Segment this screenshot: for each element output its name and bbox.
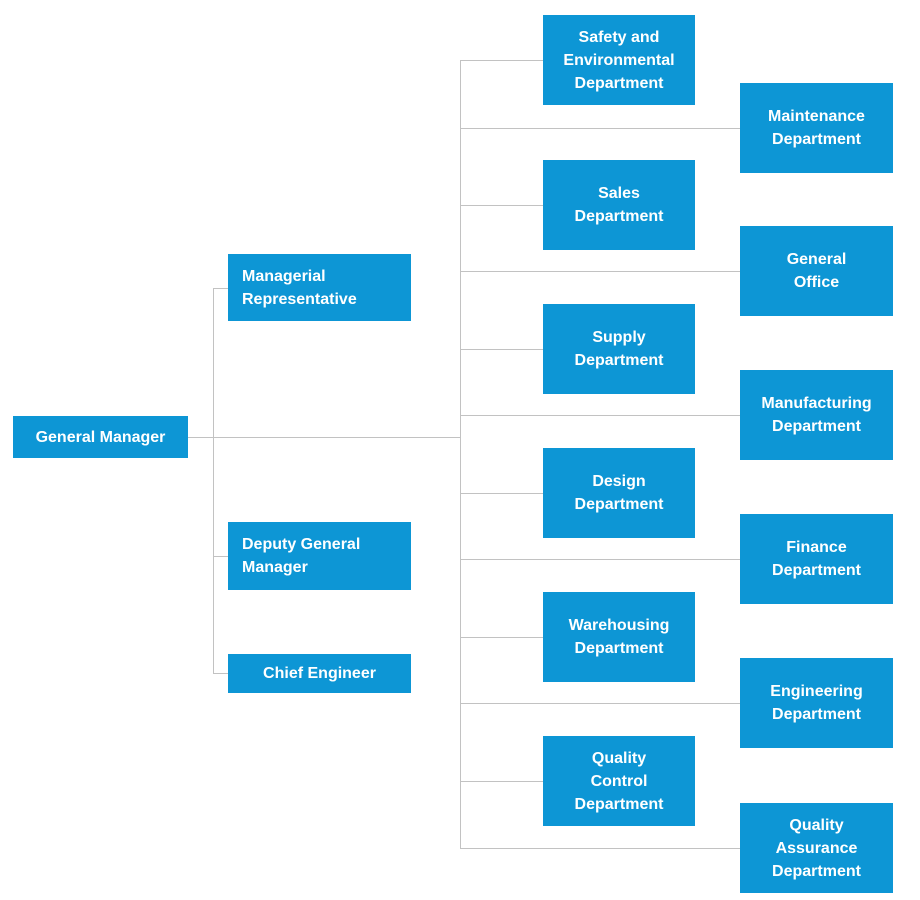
connector-to-managerial-representative: [213, 288, 228, 289]
connector-to-manufacturing-department: [460, 415, 740, 416]
connector-to-quality-control-department: [460, 781, 543, 782]
connector-left-subtree-vertical: [213, 288, 214, 674]
connector-to-quality-assurance-department: [460, 848, 740, 849]
org-node-design-department: Design Department: [543, 448, 695, 538]
org-node-quality-assurance-department: Quality Assurance Department: [740, 803, 893, 893]
org-node-warehousing-department: Warehousing Department: [543, 592, 695, 682]
org-node-supply-department: Supply Department: [543, 304, 695, 394]
connector-to-engineering-department: [460, 703, 740, 704]
connector-general-manager-to-trunk: [188, 437, 460, 438]
connector-to-chief-engineer: [213, 673, 228, 674]
org-node-general-manager: General Manager: [13, 416, 188, 458]
connector-to-general-office: [460, 271, 740, 272]
connector-to-sales-department: [460, 205, 543, 206]
org-node-engineering-department: Engineering Department: [740, 658, 893, 748]
connector-to-maintenance-department: [460, 128, 740, 129]
org-node-maintenance-department: Maintenance Department: [740, 83, 893, 173]
org-node-sales-department: Sales Department: [543, 160, 695, 250]
org-node-managerial-representative: Managerial Representative: [228, 254, 411, 321]
org-node-general-office: General Office: [740, 226, 893, 316]
connector-to-deputy-general-manager: [213, 556, 228, 557]
connector-to-safety-department: [460, 60, 543, 61]
org-node-chief-engineer: Chief Engineer: [228, 654, 411, 693]
connector-to-finance-department: [460, 559, 740, 560]
org-node-finance-department: Finance Department: [740, 514, 893, 604]
org-node-safety-environmental-department: Safety and Environmental Department: [543, 15, 695, 105]
org-node-manufacturing-department: Manufacturing Department: [740, 370, 893, 460]
connector-to-design-department: [460, 493, 543, 494]
connector-to-supply-department: [460, 349, 543, 350]
org-node-quality-control-department: Quality Control Department: [543, 736, 695, 826]
connector-to-warehousing-department: [460, 637, 543, 638]
connector-main-trunk-vertical: [460, 60, 461, 849]
org-node-deputy-general-manager: Deputy General Manager: [228, 522, 411, 590]
